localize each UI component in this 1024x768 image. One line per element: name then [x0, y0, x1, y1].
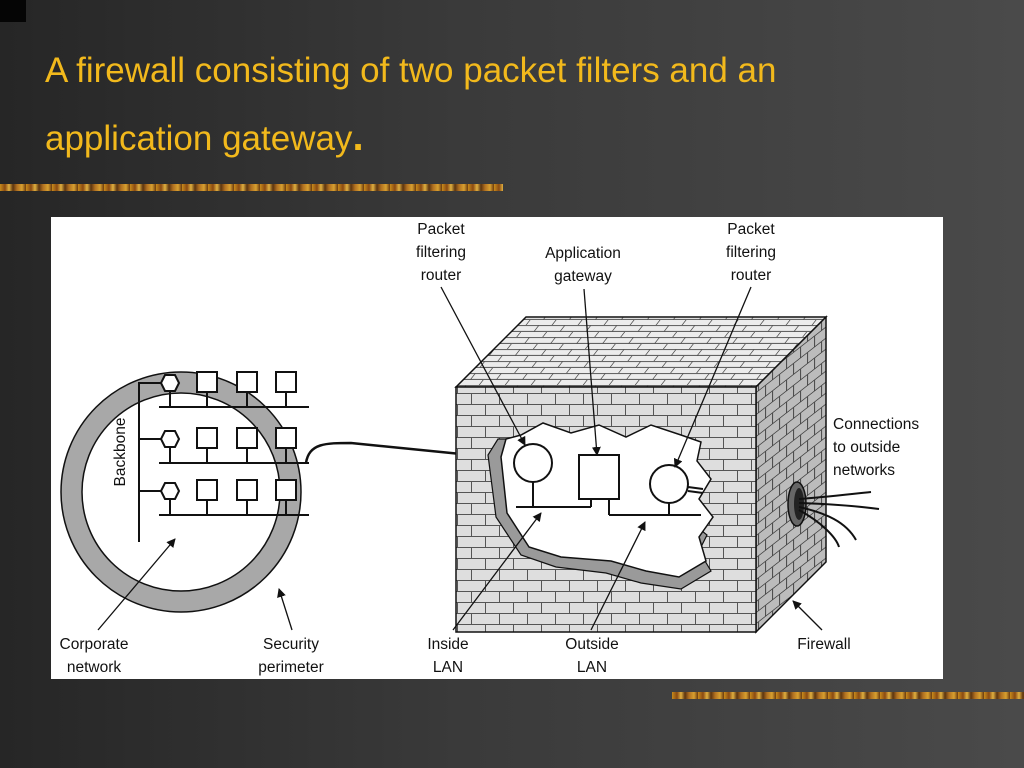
outside-cables — [798, 491, 880, 548]
label-corporate-1: Corporate — [60, 636, 129, 653]
host-computer-icon — [196, 479, 218, 501]
arrow-pf-left — [440, 286, 526, 446]
label-pf-right-3: router — [731, 267, 772, 284]
label-corporate-2: network — [67, 659, 122, 676]
label-security: Security perimeter — [258, 636, 323, 676]
arrow-security — [277, 588, 293, 631]
host-computer-icon — [196, 427, 218, 449]
arrow-firewall — [792, 600, 823, 631]
label-firewall: Firewall — [797, 636, 850, 653]
network-row-2 — [139, 427, 309, 464]
slide-title: A firewall consisting of two packet filt… — [45, 38, 945, 172]
label-app-gateway-2: gateway — [554, 268, 612, 285]
network-row-3 — [139, 479, 309, 516]
label-corporate: Corporate network — [60, 636, 129, 676]
packet-filter-router-left — [513, 443, 553, 483]
router-hexagon-icon — [159, 430, 181, 448]
label-security-2: perimeter — [258, 659, 323, 676]
backbone-label: Backbone — [112, 418, 129, 487]
label-pf-left-1: Packet — [417, 221, 465, 238]
host-computer-icon — [275, 371, 297, 393]
title-line-1: A firewall consisting of two packet filt… — [45, 51, 777, 90]
firewall-diagram: Backbone Packet filter — [51, 217, 943, 679]
network-row-1 — [139, 371, 309, 408]
label-inside-lan-2: LAN — [433, 659, 463, 676]
packet-filter-router-right — [649, 464, 689, 504]
label-outside-lan-1: Outside — [565, 636, 618, 653]
router-hexagon-icon — [159, 482, 181, 500]
title-line-2-text: application gateway — [45, 119, 353, 158]
decorative-bar-bottom — [672, 692, 1024, 699]
arrow-corporate — [97, 538, 176, 631]
label-outside-lan-2: LAN — [577, 659, 607, 676]
label-pf-left: Packet filtering router — [416, 221, 466, 284]
network-cable — [304, 441, 472, 464]
label-inside-lan: Inside LAN — [427, 636, 468, 676]
host-computer-icon — [236, 479, 258, 501]
label-outside-lan: Outside LAN — [565, 636, 618, 676]
firewall-internals — [513, 443, 704, 516]
application-gateway-box — [578, 454, 620, 500]
decorative-bar-top — [0, 184, 503, 191]
label-pf-right-2: filtering — [726, 244, 776, 261]
label-app-gateway: Application gateway — [545, 245, 621, 285]
label-connections-3: networks — [833, 462, 895, 479]
corner-marker — [0, 0, 26, 22]
router-hexagon-icon — [159, 374, 181, 392]
corporate-network — [138, 371, 309, 542]
label-connections-2: to outside — [833, 439, 900, 456]
arrow-pf-right — [673, 286, 752, 468]
label-security-1: Security — [263, 636, 319, 653]
host-computer-icon — [236, 427, 258, 449]
label-inside-lan-1: Inside — [427, 636, 468, 653]
host-computer-icon — [275, 479, 297, 501]
label-app-gateway-1: Application — [545, 245, 621, 262]
label-pf-left-2: filtering — [416, 244, 466, 261]
label-pf-right-1: Packet — [727, 221, 775, 238]
leader-arrows — [97, 286, 823, 631]
title-line-2: application gateway. — [45, 104, 945, 172]
label-connections-1: Connections — [833, 416, 919, 433]
label-connections: Connections to outside networks — [833, 416, 919, 479]
arrow-outside-lan — [590, 521, 646, 631]
host-computer-icon — [275, 427, 297, 449]
label-pf-right: Packet filtering router — [726, 221, 776, 284]
arrow-inside-lan — [452, 512, 542, 631]
host-computer-icon — [236, 371, 258, 393]
arrow-app-gateway — [583, 288, 601, 456]
title-period: . — [352, 115, 364, 159]
host-computer-icon — [196, 371, 218, 393]
label-pf-left-3: router — [421, 267, 462, 284]
